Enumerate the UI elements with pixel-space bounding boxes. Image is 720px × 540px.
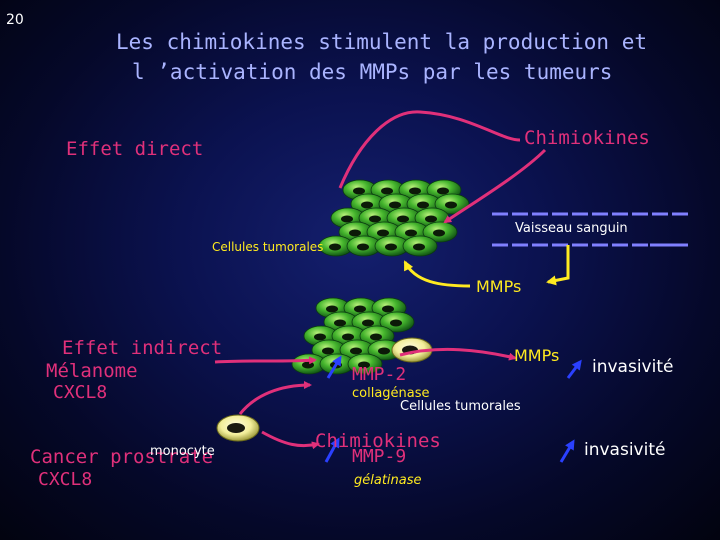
mmps-label-top: MMPs [476, 277, 521, 296]
gelatinase-label: gélatinase [354, 473, 422, 488]
tumor-cell-nucleus [381, 188, 393, 195]
tumor-cell-nucleus [361, 202, 373, 209]
up-arrow-icon-invasivity-2 [561, 442, 573, 462]
tumor-cell-nucleus [357, 244, 369, 251]
indirect-effect-heading: Effet indirect [62, 337, 222, 359]
prostate-chemokine-label: CXCL8 [38, 469, 92, 490]
tumor-cell-nucleus [445, 202, 457, 209]
melanoma-label: Mélanome [46, 360, 138, 382]
monocyte-label: monocyte [150, 444, 215, 459]
slide-title-line-1: Les chimiokines stimulent la production … [116, 30, 647, 54]
tumor-cell-nucleus [362, 320, 374, 327]
mmps-label-middle: MMPs [514, 346, 559, 365]
slide-number: 20 [6, 12, 24, 28]
tumor-cell-nucleus [425, 216, 437, 223]
tumor-cells-label-top: Cellules tumorales [212, 240, 323, 254]
blood-vessel-label: Vaisseau sanguin [515, 221, 628, 236]
tumor-cell-nucleus [369, 216, 381, 223]
tumor-cell-nucleus [353, 188, 365, 195]
tumor-cell-nucleus [370, 334, 382, 341]
chemokines-label-top: Chimiokines [524, 127, 650, 149]
monocyte-nucleus [227, 423, 245, 433]
monocyte-to-cluster-arrow [240, 385, 310, 414]
tumor-cell-nucleus [417, 202, 429, 209]
tumor-cell-nucleus [302, 362, 314, 369]
tumor-cell-nucleus [413, 244, 425, 251]
direct-effect-heading: Effet direct [66, 138, 203, 160]
tumor-cell-nucleus [349, 230, 361, 237]
tumor-cell-nucleus [389, 202, 401, 209]
tumor-cell-nucleus [397, 216, 409, 223]
tumor-cell-cluster-middle [292, 298, 414, 374]
chemokine-loop-arrow [340, 112, 520, 188]
tumor-cell-nucleus [377, 230, 389, 237]
tumor-cell-nucleus [382, 306, 394, 313]
tumor-cell-nucleus [409, 188, 421, 195]
tumor-cell-nucleus [342, 334, 354, 341]
monocyte-to-chemokine-arrow [262, 432, 318, 446]
tumor-cell-cluster-top [319, 180, 469, 256]
melanoma-to-cluster-arrow [215, 360, 315, 362]
mmps-to-tumor-arrow [405, 262, 470, 286]
tumor-cells-label-middle: Cellules tumorales [400, 399, 521, 414]
tumor-cell-nucleus [433, 230, 445, 237]
tumor-cell-nucleus [314, 334, 326, 341]
tumor-cell-nucleus [354, 306, 366, 313]
mmp9-label: MMP-9 [352, 446, 406, 467]
tumor-cell-nucleus [350, 348, 362, 355]
tumor-cell-nucleus [326, 306, 338, 313]
tumor-cell-nucleus [385, 244, 397, 251]
vessel-to-mmps-arrow [548, 245, 568, 282]
tumor-cell-nucleus [334, 320, 346, 327]
invasivity-label-1: invasivité [592, 357, 673, 377]
melanoma-chemokine-label: CXCL8 [53, 382, 107, 403]
tumor-cell-nucleus [405, 230, 417, 237]
slide-title-line-2: l ’activation des MMPs par les tumeurs [132, 60, 612, 84]
up-arrow-icon-invasivity-1 [568, 362, 580, 378]
tumor-cell-nucleus [390, 320, 402, 327]
tumor-cell-nucleus [341, 216, 353, 223]
tumor-cell-nucleus [378, 348, 390, 355]
mmp2-label: MMP-2 [352, 364, 406, 385]
tumor-cell-nucleus [329, 244, 341, 251]
tumor-cell-nucleus [322, 348, 334, 355]
invasivity-label-2: invasivité [584, 440, 665, 460]
tumor-cell-nucleus [437, 188, 449, 195]
